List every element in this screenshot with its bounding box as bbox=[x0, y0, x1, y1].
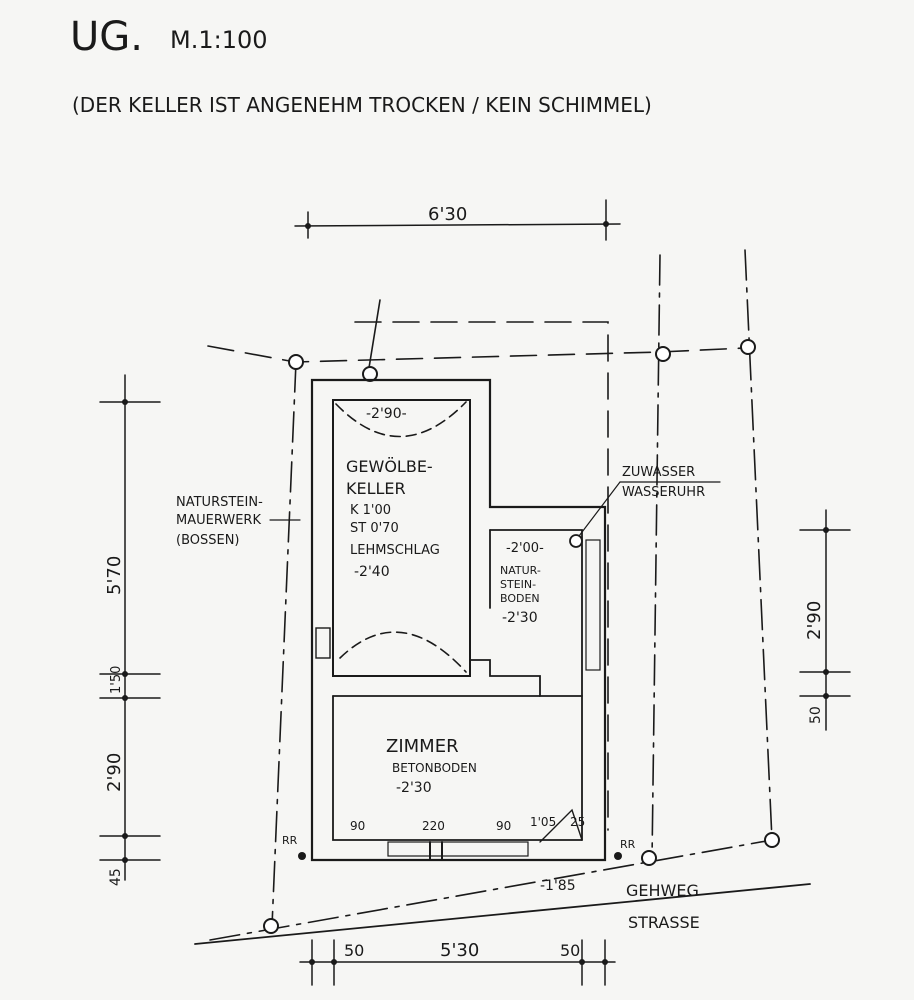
survey-point bbox=[740, 339, 756, 355]
dimension-left-mid: 1'50 bbox=[109, 666, 124, 694]
water-label-2: WASSERUHR bbox=[622, 485, 705, 500]
side-level-2: -2'30 bbox=[502, 610, 538, 626]
vault-st: ST 0'70 bbox=[350, 521, 399, 536]
room-name: ZIMMER bbox=[386, 736, 459, 757]
side-label-2: STEIN- bbox=[500, 578, 536, 591]
survey-point bbox=[641, 850, 657, 866]
dimension-left-lower: 2'90 bbox=[104, 753, 125, 792]
dimension-bottom-right: 50 bbox=[560, 941, 580, 960]
wall-label-3: (BOSSEN) bbox=[176, 533, 240, 548]
dimension-bottom: 50 5'30 50 bbox=[299, 939, 616, 986]
survey-point bbox=[263, 918, 279, 934]
dimension-left-upper: 5'70 bbox=[104, 556, 125, 595]
street-label: STRASSE bbox=[628, 913, 700, 932]
vault-k: K 1'00 bbox=[350, 503, 391, 518]
plan-scale: M.1:100 bbox=[170, 26, 268, 54]
rr-right: RR bbox=[620, 838, 636, 851]
plan-title: UG. bbox=[70, 14, 143, 60]
entry-level: -1'85 bbox=[540, 878, 576, 894]
wall-label-2: MAUERWERK bbox=[176, 513, 261, 528]
dimension-bottom-mid: 5'30 bbox=[440, 940, 479, 961]
vault-level: -2'40 bbox=[354, 564, 390, 580]
opening-220: 220 bbox=[422, 819, 445, 833]
opening-105: 1'05 bbox=[530, 815, 556, 829]
vault-label-1: GEWÖLBE- bbox=[346, 457, 433, 476]
building-walls bbox=[310, 378, 607, 862]
water-meter-icon bbox=[569, 534, 583, 548]
plan-note: (DER KELLER IST ANGENEHM TROCKEN / KEIN … bbox=[72, 93, 652, 117]
dimension-right-upper: 2'90 bbox=[804, 601, 825, 640]
dimension-right-lower: 50 bbox=[808, 706, 824, 724]
survey-point bbox=[764, 832, 780, 848]
side-label-1: NATUR- bbox=[500, 564, 541, 577]
survey-point bbox=[655, 346, 671, 362]
wall-label-1: NATURSTEIN- bbox=[176, 495, 263, 510]
opening-25: 25 bbox=[570, 815, 585, 829]
vault-floor: LEHMSCHLAG bbox=[350, 543, 440, 558]
dimension-bottom-left: 50 bbox=[344, 941, 364, 960]
dimension-top-label: 6'30 bbox=[428, 204, 467, 225]
vault-crown-level: -2'90- bbox=[366, 406, 407, 422]
dimension-left-bottom: 45 bbox=[108, 868, 124, 886]
opening-90b: 90 bbox=[496, 819, 511, 833]
rr-left: RR bbox=[282, 834, 298, 847]
water-label-1: ZUWASSER bbox=[622, 465, 695, 480]
dimension-left: 5'70 1'50 2'90 45 bbox=[99, 374, 161, 886]
opening-90a: 90 bbox=[350, 819, 365, 833]
dimension-top: 6'30 bbox=[294, 199, 621, 241]
side-level: -2'00- bbox=[506, 541, 544, 556]
sidewalk-label: GEHWEG bbox=[626, 881, 699, 900]
dimension-right: 2'90 50 bbox=[799, 509, 851, 731]
vault-label-2: KELLER bbox=[346, 479, 406, 498]
room-floor: BETONBODEN bbox=[392, 761, 477, 775]
room-level: -2'30 bbox=[396, 780, 432, 796]
survey-point bbox=[288, 354, 304, 370]
side-label-3: BODEN bbox=[500, 592, 540, 605]
